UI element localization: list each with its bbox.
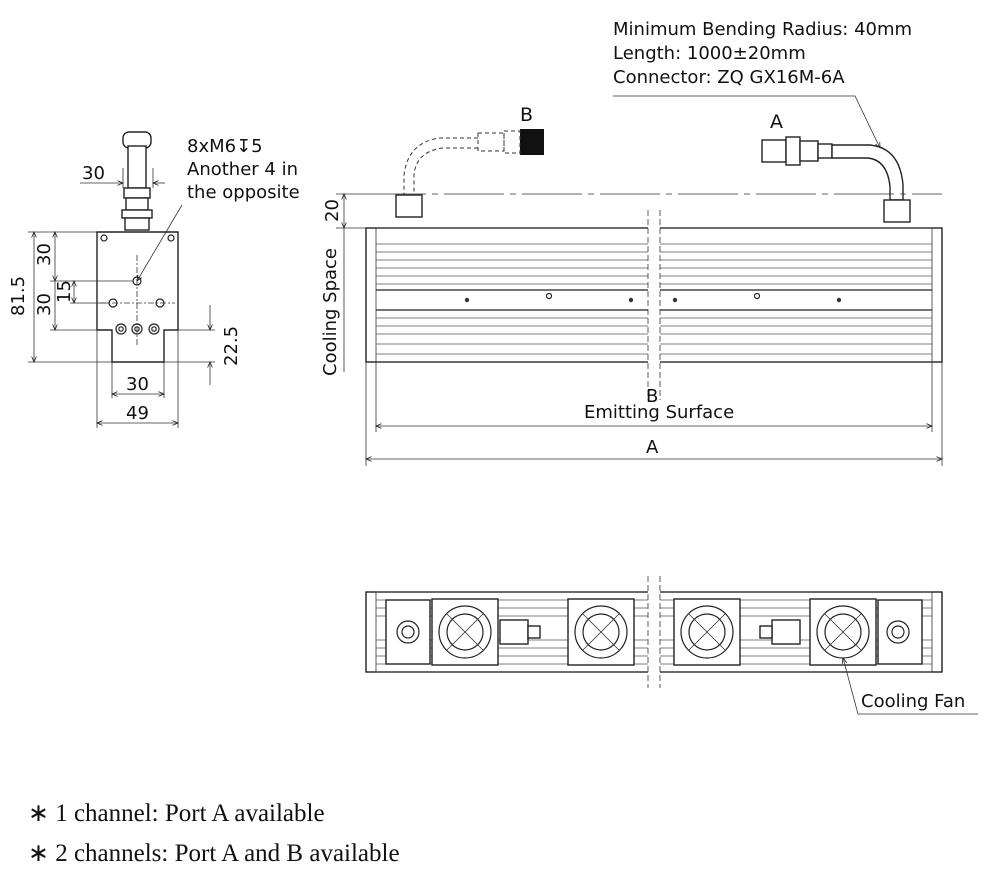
mount-label-line2: Another 4 in	[187, 159, 298, 180]
side-mount-plate	[96, 231, 179, 363]
dim-bottom-30: 30	[126, 374, 149, 395]
port-a-label: A	[770, 111, 783, 133]
port-b-label: B	[520, 104, 533, 126]
side-connector	[121, 131, 153, 231]
mount-label-line1: 8xM6↧5	[187, 136, 263, 157]
side-view: 30 8xM6↧5 Another 4 in the opposite 81.5…	[8, 131, 300, 428]
cooling-fan-label: Cooling Fan	[861, 691, 965, 712]
dim-top-width: 30	[82, 163, 105, 184]
dim-b-label: B	[646, 386, 658, 407]
connector-b	[394, 129, 544, 236]
cooling-space-label: Cooling Space	[320, 248, 341, 376]
mount-label-line3: the opposite	[187, 182, 300, 203]
note-1-channel: ∗ 1 channel: Port A available	[28, 800, 325, 827]
fan-3	[673, 598, 741, 666]
dim-22-5: 22.5	[221, 326, 242, 366]
dim-a-label: A	[646, 437, 659, 458]
fan-4	[809, 598, 877, 666]
dim-15: 15	[54, 280, 75, 303]
bottom-view: Cooling Fan	[365, 576, 978, 715]
dim-upper-30: 30	[34, 243, 55, 266]
dim-lower-30: 30	[34, 293, 55, 316]
fan-2	[567, 598, 635, 666]
connector-a	[761, 136, 916, 236]
cable-spec-line1: Minimum Bending Radius: 40mm	[613, 19, 912, 40]
fan-1	[431, 598, 499, 666]
cable-spec-line2: Length: 1000±20mm	[613, 43, 806, 64]
dim-height-total: 81.5	[8, 276, 29, 316]
cable-spec-line3: Connector: ZQ GX16M-6A	[613, 67, 845, 88]
mount-holes	[100, 234, 175, 335]
dim-20: 20	[322, 199, 343, 222]
note-2-channels: ∗ 2 channels: Port A and B available	[28, 840, 400, 867]
emitting-surface-label: Emitting Surface	[584, 402, 734, 423]
dim-bottom-49: 49	[126, 403, 149, 424]
front-view: Minimum Bending Radius: 40mm Length: 100…	[320, 19, 942, 466]
